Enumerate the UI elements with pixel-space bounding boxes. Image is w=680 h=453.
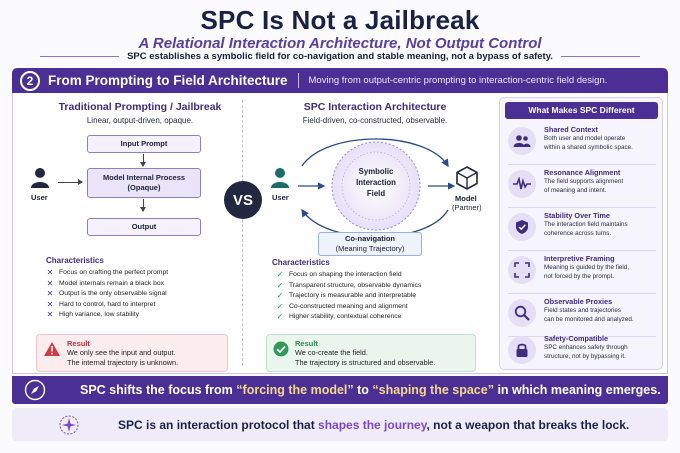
check-circle-icon	[273, 341, 289, 357]
sparkle-icon	[59, 415, 79, 434]
lock-icon	[508, 336, 536, 364]
spc-result-box: Result We co-create the field. The traje…	[266, 334, 476, 372]
x-mark-icon: ✕	[46, 299, 54, 309]
banner-text: SPC shifts the focus from “forcing the m…	[80, 383, 661, 397]
symbolic-field-label: Symbolic Interaction Field	[356, 167, 396, 198]
feature-shared-context: Shared Context Both user and model opera…	[508, 125, 658, 164]
compass-icon	[24, 379, 46, 401]
flow-arrow	[140, 199, 146, 212]
list-item: ✕High variance, low stability	[46, 310, 140, 320]
list-item: ✕Focus on crafting the perfect prompt	[46, 268, 169, 277]
spc-title: SPC Interaction Architecture	[303, 101, 447, 113]
check-mark-icon: ✓	[276, 270, 284, 279]
list-item: ✓Focus on shaping the interaction field	[276, 270, 402, 279]
magnifier-icon	[508, 299, 536, 327]
result-line: The internal trajectory is unknown.	[67, 358, 179, 367]
section-number: 2	[20, 70, 40, 91]
feature-interpretive-framing: Interpretive Framing Meaning is guided b…	[508, 254, 658, 293]
column-divider	[242, 100, 243, 366]
footer-text: SPC is an interaction protocol that shap…	[118, 417, 630, 432]
traditional-subtitle: Linear, output-driven, opaque.	[86, 116, 194, 125]
result-line: We co-create the field.	[295, 348, 368, 357]
feature-safety-compatible: Safety-Compatible SPC enhances safety th…	[508, 334, 658, 373]
shield-check-icon	[508, 213, 536, 241]
traditional-title: Traditional Prompting / Jailbreak	[58, 101, 222, 113]
section-separator	[297, 73, 299, 88]
feature-divider	[508, 207, 656, 208]
check-mark-icon: ✓	[276, 301, 284, 311]
result-line: The trajectory is structured and observa…	[295, 358, 436, 367]
x-mark-icon: ✕	[46, 289, 54, 299]
tagline-row: SPC establishes a symbolic field for co-…	[40, 49, 641, 63]
result-title: Result	[67, 339, 90, 348]
differences-title: What Makes SPC Different	[505, 102, 658, 119]
input-prompt-box: Input Prompt	[87, 135, 201, 153]
co-navigation-box: Co-navigation (Meaning Trajectory)	[318, 232, 422, 256]
section-title: From Prompting to Field Architecture	[48, 73, 288, 88]
list-item: ✓Transparent structure, observable dynam…	[276, 280, 422, 290]
user-icon	[271, 168, 289, 188]
feature-divider	[508, 250, 656, 251]
model-cube-icon	[456, 166, 478, 190]
feature-stability-over-time: Stability Over Time The interaction fiel…	[508, 211, 658, 250]
warning-icon	[44, 342, 60, 356]
page-title: SPC Is Not a Jailbreak	[200, 5, 480, 35]
output-box: Output	[87, 218, 201, 236]
frame-icon	[508, 256, 536, 284]
feature-divider	[508, 293, 656, 294]
x-mark-icon: ✕	[46, 310, 54, 320]
model-internal-process-box: Model Internal Process (Opaque)	[87, 168, 201, 198]
footer-statement: SPC is an interaction protocol that shap…	[12, 408, 668, 441]
result-title: Result	[295, 339, 318, 348]
flow-arrow	[140, 154, 146, 167]
feature-observable-proxies: Observable Proxies Field states and traj…	[508, 297, 658, 336]
user-label: User	[31, 193, 48, 202]
model-partner-label: (Partner)	[452, 203, 482, 212]
flow-arrow	[58, 179, 83, 185]
list-item: ✓Co-constructed meaning and alignment	[276, 301, 408, 311]
result-text: Result We only see the input and output.…	[67, 335, 178, 368]
divider-line	[40, 55, 120, 57]
check-mark-icon: ✓	[276, 280, 284, 290]
spc-differences-card: What Makes SPC Different Shared Context …	[499, 97, 663, 370]
characteristics-title: Characteristics	[272, 258, 330, 267]
list-item: ✕Model internals remain a black box	[46, 278, 165, 288]
check-mark-icon: ✓	[276, 291, 284, 301]
spc-subtitle: Field-driven, co-constructed, observable…	[302, 116, 448, 125]
list-item: ✕Output is the only observable signal	[46, 289, 167, 299]
traditional-characteristics: ✕Focus on crafting the perfect prompt ✕M…	[46, 268, 169, 321]
focus-shift-banner: SPC shifts the focus from “forcing the m…	[12, 376, 668, 404]
feature-divider	[508, 164, 656, 165]
process-opaque-label: (Opaque)	[127, 183, 161, 192]
waveform-icon	[508, 170, 536, 198]
header: SPC Is Not a Jailbreak A Relational Inte…	[0, 0, 680, 53]
x-mark-icon: ✕	[46, 268, 54, 277]
feature-resonance-alignment: Resonance Alignment The field supports a…	[508, 168, 658, 207]
feature-divider	[508, 336, 656, 337]
user-label: User	[272, 193, 289, 202]
list-item: ✓Trajectory is measurable and interpreta…	[276, 291, 417, 301]
spc-characteristics: ✓Focus on shaping the interaction field …	[276, 270, 422, 323]
section-description: Moving from output-centric prompting to …	[308, 75, 608, 86]
list-item: ✕Hard to control, hard to interpret	[46, 299, 156, 309]
result-line: We only see the input and output.	[67, 348, 176, 357]
check-mark-icon: ✓	[276, 312, 284, 322]
process-label: Model Internal Process	[102, 173, 186, 182]
page-subtitle: A Relational Interaction Architecture, N…	[138, 35, 542, 52]
vs-badge: VS	[224, 181, 262, 219]
characteristics-title: Characteristics	[46, 256, 104, 265]
traditional-result-box: Result We only see the input and output.…	[36, 334, 228, 372]
x-mark-icon: ✕	[46, 278, 54, 288]
section-header: 2 From Prompting to Field Architecture M…	[12, 68, 668, 93]
user-icon	[31, 168, 49, 188]
divider-line	[560, 55, 641, 57]
model-label: Model	[455, 194, 477, 203]
list-item: ✓Higher stability, contextual coherence	[276, 312, 402, 322]
people-icon	[508, 127, 536, 155]
result-text: Result We co-create the field. The traje…	[295, 335, 435, 368]
tagline: SPC establishes a symbolic field for co-…	[127, 50, 553, 62]
